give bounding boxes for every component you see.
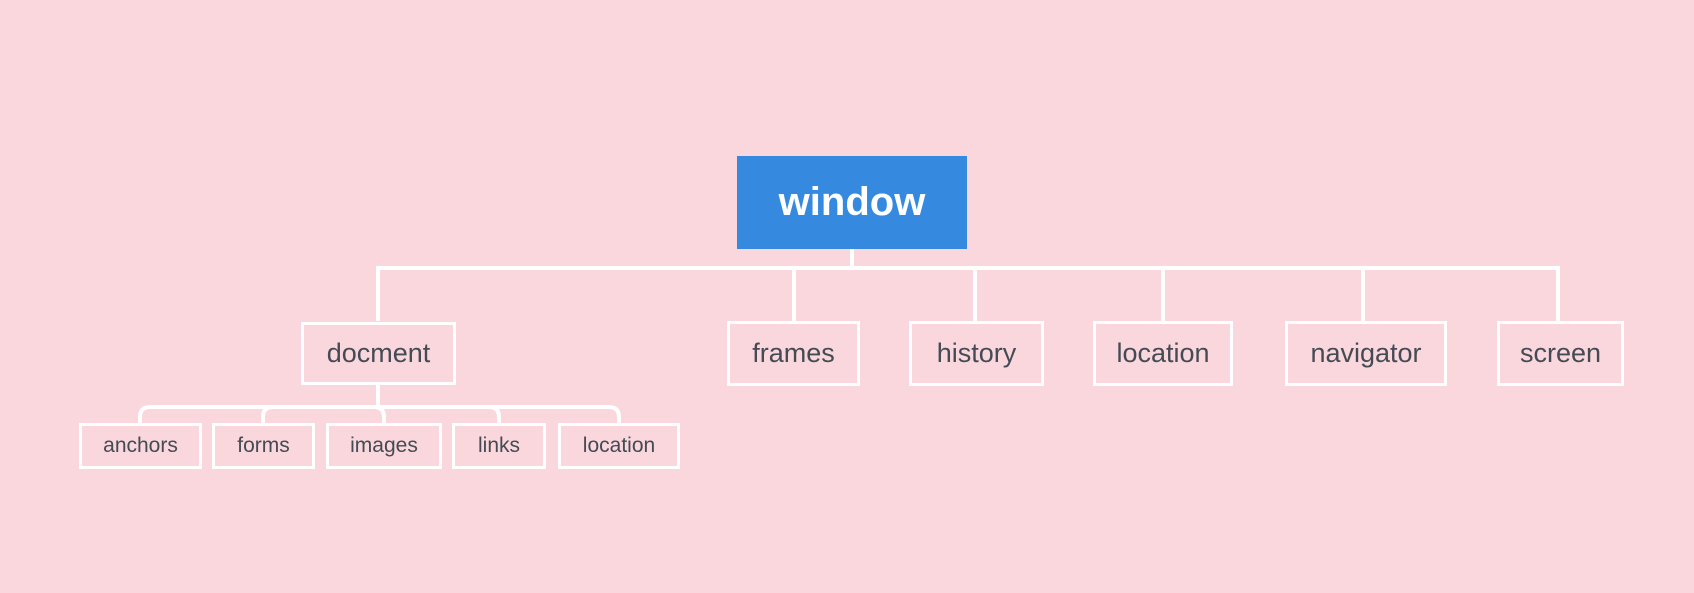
node-frames[interactable]: frames <box>727 321 860 386</box>
node-location[interactable]: location <box>1093 321 1233 386</box>
node-docment[interactable]: docment <box>301 322 456 385</box>
node-anchors[interactable]: anchors <box>79 423 202 469</box>
node-forms[interactable]: forms <box>212 423 315 469</box>
node-navigator[interactable]: navigator <box>1285 321 1447 386</box>
node-window[interactable]: window <box>737 156 967 249</box>
node-links[interactable]: links <box>452 423 546 469</box>
node-location-child[interactable]: location <box>558 423 680 469</box>
node-screen[interactable]: screen <box>1497 321 1624 386</box>
connector-level1 <box>376 249 1560 321</box>
node-history[interactable]: history <box>909 321 1044 386</box>
node-images[interactable]: images <box>326 423 442 469</box>
connector-level2 <box>138 384 621 423</box>
